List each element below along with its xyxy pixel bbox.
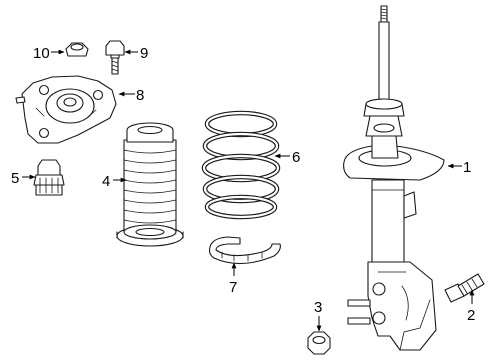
part-9-bolt <box>105 40 125 75</box>
callout-7: 7 <box>229 279 237 296</box>
callout-2: 2 <box>467 307 475 324</box>
part-2-bolt <box>444 273 485 303</box>
part-3-nut <box>307 331 331 355</box>
part-4-dust-boot <box>116 122 184 247</box>
part-10-nut <box>65 42 89 57</box>
callout-8: 8 <box>136 87 144 104</box>
leader-lines <box>22 49 475 332</box>
callout-1: 1 <box>463 159 471 176</box>
part-6-coil-spring <box>201 110 281 220</box>
callout-4: 4 <box>102 173 110 190</box>
part-5-bump-stop <box>33 159 65 196</box>
callout-10: 10 <box>33 45 50 62</box>
callout-labels: 1 2 3 4 5 6 7 8 9 10 <box>11 45 475 324</box>
part-1-strut-assembly <box>343 5 445 351</box>
callout-5: 5 <box>11 170 19 187</box>
part-7-spring-isolator <box>208 236 281 265</box>
callout-9: 9 <box>140 45 148 62</box>
callout-3: 3 <box>314 299 322 316</box>
callout-6: 6 <box>292 149 300 166</box>
part-8-upper-mount <box>15 75 117 144</box>
